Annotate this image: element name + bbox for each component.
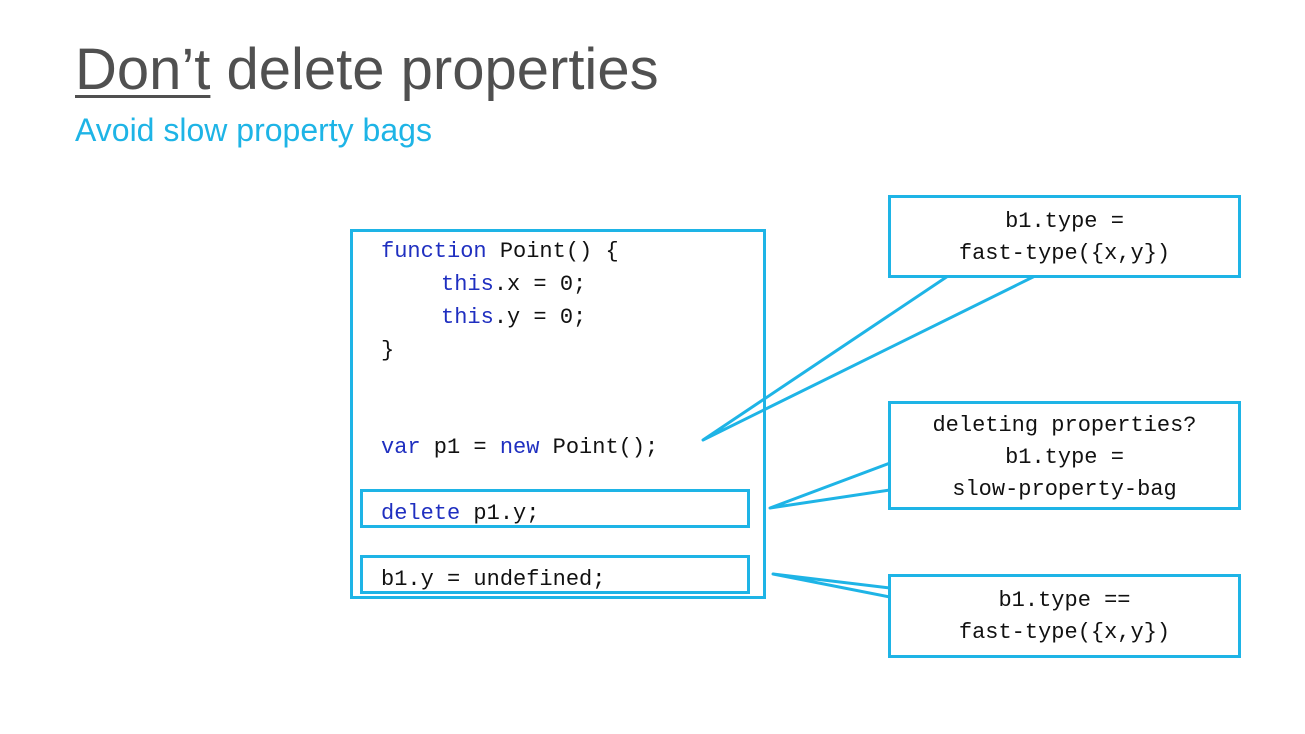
keyword-this: this: [441, 305, 494, 330]
title-underlined-word: Don’t: [75, 37, 211, 102]
delete-line-highlight: [360, 489, 750, 528]
keyword-delete: delete: [381, 501, 461, 526]
callout-still-fast-type: b1.type == fast-type({x,y}): [888, 574, 1241, 658]
callout-slow-property-bag: deleting properties? b1.type = slow-prop…: [888, 401, 1241, 510]
keyword-this: this: [441, 272, 494, 297]
code-line-1: function Point() {: [381, 239, 619, 264]
code-line-4: }: [381, 338, 395, 363]
callout-fast-type: b1.type = fast-type({x,y}): [888, 195, 1241, 278]
undefined-line-highlight: [360, 555, 750, 594]
code-line-6: delete p1.y;: [381, 501, 540, 526]
code-line-2: this.x = 0;: [441, 272, 587, 297]
callout-pointer-3: [771, 572, 892, 599]
keyword-new: new: [499, 435, 540, 460]
code-panel: [350, 229, 766, 599]
code-line-3: this.y = 0;: [441, 305, 587, 330]
keyword-function: function: [381, 239, 487, 264]
page-title: Don’t delete properties: [75, 38, 659, 102]
callout-pointer-2: [768, 461, 892, 510]
keyword-var: var: [381, 435, 421, 460]
title-rest: delete properties: [210, 37, 659, 102]
code-line-5: var p1 = new Point();: [381, 435, 659, 460]
page-subtitle: Avoid slow property bags: [75, 112, 432, 148]
code-line-7: b1.y = undefined;: [381, 567, 606, 592]
